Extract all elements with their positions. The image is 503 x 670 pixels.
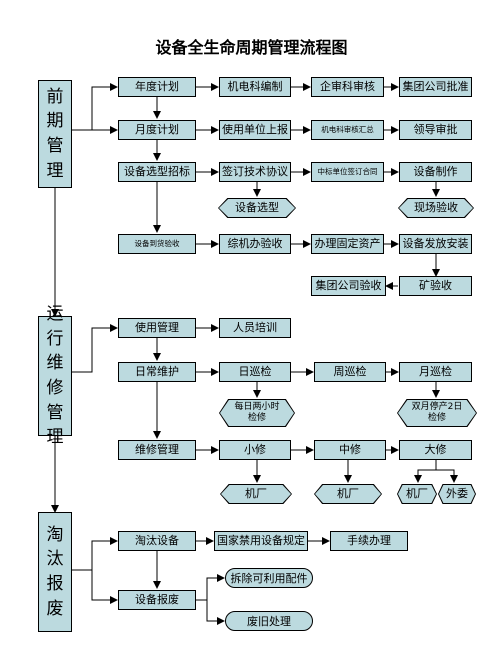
sign-tech-agreement-node[interactable]: 签订技术协议 [219,162,291,182]
minor-repair-node[interactable]: 小修 [219,440,291,460]
waste-disposal-node[interactable]: 废旧处理 [225,611,313,631]
comprehensive-acceptance-node[interactable]: 综机办验收 [219,234,291,254]
mech-dept-summary-node[interactable]: 机电科审核汇总 [311,120,384,140]
machine-factory-3-label: 机厂 [398,485,436,503]
daily-overhaul-node[interactable]: 每日两小时检修 [219,399,295,427]
major-repair-node[interactable]: 大修 [399,440,472,460]
audit-dept-review-node[interactable]: 企审科审核 [311,77,384,97]
machine-factory-2-node[interactable]: 机厂 [314,484,382,504]
eliminate-equipment-node[interactable]: 淘汰设备 [118,531,196,551]
leader-approve-node[interactable]: 领导审批 [399,120,472,140]
annual-plan-node[interactable]: 年度计划 [118,77,196,97]
user-report-node[interactable]: 使用单位上报 [219,120,291,140]
staff-training-node[interactable]: 人员培训 [219,318,291,338]
monthly-plan-node[interactable]: 月度计划 [118,120,196,140]
machine-factory-3-node[interactable]: 机厂 [397,484,437,504]
mech-dept-compile-node[interactable]: 机电科编制 [219,77,291,97]
machine-factory-1-label: 机厂 [221,485,291,503]
monthly-overhaul-label: 双月停产2日检修 [398,400,476,426]
group-approve-node[interactable]: 集团公司批准 [399,77,472,97]
group-acceptance-node[interactable]: 集团公司验收 [311,276,386,296]
selection-bidding-node[interactable]: 设备选型招标 [118,162,196,182]
repair-management-node[interactable]: 维修管理 [118,440,196,460]
diagram-title: 设备全生命周期管理流程图 [155,38,348,57]
state-banned-rules-node[interactable]: 国家禁用设备规定 [214,531,308,551]
daily-inspection-node[interactable]: 日巡检 [219,362,291,382]
site-acceptance-label: 现场验收 [399,199,473,217]
arrival-acceptance-node[interactable]: 设备到货验收 [118,234,196,254]
daily-overhaul-label: 每日两小时检修 [220,400,294,426]
issue-install-node[interactable]: 设备发放安装 [399,234,472,254]
monthly-overhaul-node[interactable]: 双月停产2日检修 [397,399,477,427]
dismantle-parts-node[interactable]: 拆除可利用配件 [225,568,313,588]
equipment-selection-node[interactable]: 设备选型 [218,198,296,218]
scrap-equipment-node[interactable]: 设备报废 [118,590,196,610]
phase-disposal[interactable]: 淘汰报废 [38,512,72,632]
fixed-assets-node[interactable]: 办理固定资产 [311,234,384,254]
bid-unit-contract-node[interactable]: 中标单位签订合同 [311,162,384,182]
weekly-inspection-node[interactable]: 周巡检 [314,362,386,382]
outsource-label: 外委 [439,485,475,503]
daily-maintenance-node[interactable]: 日常维护 [118,362,196,382]
mine-acceptance-node[interactable]: 矿验收 [399,276,472,296]
medium-repair-node[interactable]: 中修 [314,440,386,460]
equipment-selection-label: 设备选型 [219,199,295,217]
phase-early-management[interactable]: 前期管理 [38,80,72,188]
outsource-node[interactable]: 外委 [438,484,476,504]
monthly-inspection-node[interactable]: 月巡检 [399,362,472,382]
equipment-make-node[interactable]: 设备制作 [399,162,472,182]
machine-factory-2-label: 机厂 [315,485,381,503]
machine-factory-1-node[interactable]: 机厂 [220,484,292,504]
procedures-node[interactable]: 手续办理 [330,531,408,551]
phase-operation-maintenance[interactable]: 运行维修管理 [38,304,72,447]
site-acceptance-node[interactable]: 现场验收 [398,198,474,218]
use-management-node[interactable]: 使用管理 [118,318,196,338]
